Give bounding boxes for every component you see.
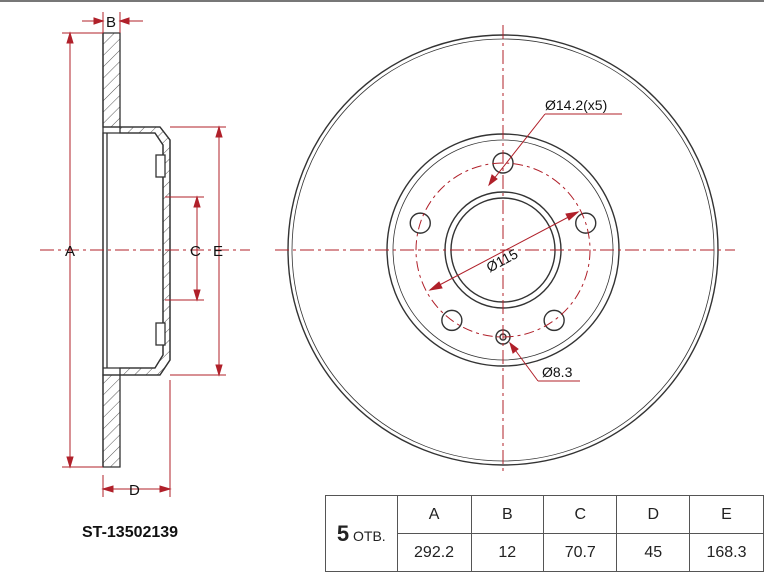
bolt-hole <box>441 309 463 332</box>
side-section-view <box>102 32 171 468</box>
label-b: B <box>106 14 116 31</box>
bolt-hole <box>543 309 565 332</box>
header-e: E <box>689 495 764 534</box>
label-e: E <box>213 243 223 260</box>
holes-label: ОТВ. <box>353 527 386 544</box>
bolt-hole <box>575 212 597 234</box>
header-d: D <box>616 495 691 534</box>
bolt-hole-label: Ø14.2(x5) <box>545 97 607 113</box>
header-a: A <box>396 495 472 534</box>
label-c: C <box>190 243 201 260</box>
small-hole-label: Ø8.3 <box>542 364 573 380</box>
label-a: A <box>65 243 75 260</box>
holes-count-cell: 5 ОТВ. <box>325 495 398 572</box>
front-centerlines <box>275 25 735 475</box>
label-d: D <box>129 482 140 499</box>
value-b: 12 <box>470 533 545 572</box>
value-a: 292.2 <box>396 533 472 572</box>
dimension-lines <box>40 12 250 497</box>
bolt-hole <box>409 212 431 234</box>
part-number: ST-13502139 <box>82 524 179 541</box>
dimensions-table: 5 ОТВ. A B C D E 292.2 12 70.7 45 168.3 <box>325 495 764 572</box>
value-e: 168.3 <box>689 533 764 572</box>
header-c: C <box>543 495 618 534</box>
header-b: B <box>470 495 545 534</box>
holes-count: 5 <box>336 520 350 546</box>
value-d: 45 <box>616 533 691 572</box>
value-c: 70.7 <box>543 533 618 572</box>
